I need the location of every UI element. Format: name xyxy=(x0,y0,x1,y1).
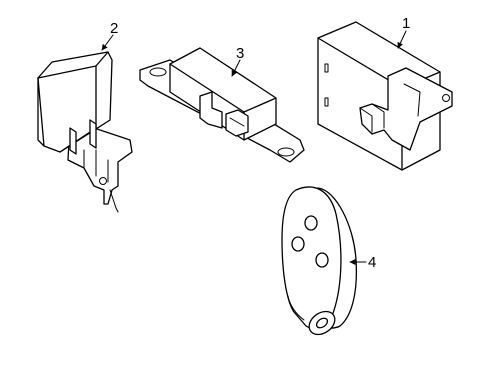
callout-3-label: 3 xyxy=(236,45,244,62)
part-4-key-fob xyxy=(281,186,358,336)
part-2-relay-module xyxy=(37,51,133,213)
part-3-sensor-bar xyxy=(139,47,305,163)
callout-4: 4 xyxy=(349,254,376,271)
callout-2: 2 xyxy=(101,20,118,51)
callout-1-label: 1 xyxy=(402,15,410,32)
callout-2-label: 2 xyxy=(110,20,118,37)
callout-3: 3 xyxy=(231,45,244,77)
callout-4-label: 4 xyxy=(368,254,376,271)
callout-1: 1 xyxy=(397,15,410,49)
part-1-control-module xyxy=(317,21,453,171)
